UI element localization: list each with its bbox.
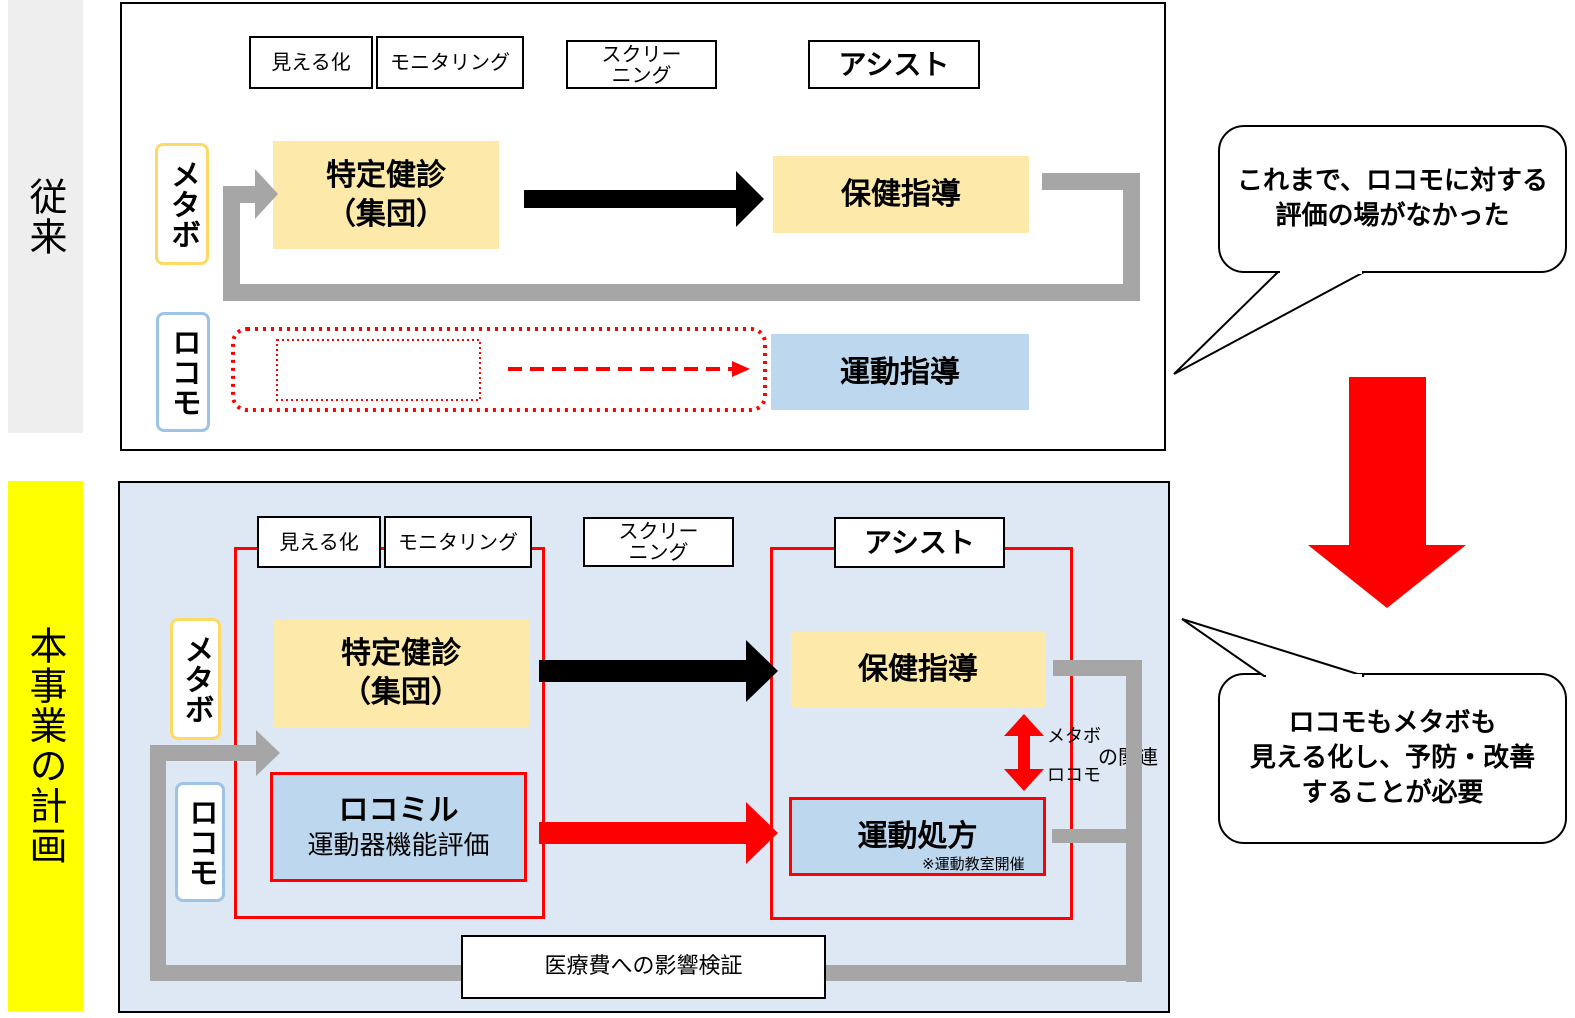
plan-label: 本事業の計画 [23,626,67,866]
plan-label-bg: 本事業の計画 [8,481,83,1011]
callout-tail-bottom [1181,618,1365,678]
dashed-arrow-to-exercise [508,361,750,377]
header-assist-plan: アシスト [834,517,1005,568]
conventional-label-bg: 従来 [8,0,83,433]
missing-evaluation-inner [276,339,481,401]
header-monitoring: モニタリング [376,36,524,89]
header-screening: スクリーニング [566,40,717,89]
header-monitoring-plan: モニタリング [384,516,532,568]
checkup-box: 特定健診（集団） [273,141,499,249]
checkup-box-plan: 特定健診（集団） [273,619,529,727]
exercise-guidance-box: 運動指導 [771,334,1029,410]
arrow-checkup-to-guidance [524,171,764,227]
medical-cost-box: 医療費への影響検証 [461,935,826,999]
header-visualize-plan: 見える化 [257,516,381,568]
header-assist: アシスト [808,40,980,89]
missing-evaluation-frame [231,327,767,412]
relation-locomo: ロコモ [1047,765,1101,786]
locomil-box: ロコミル 運動器機能評価 [270,772,527,882]
relation-double-arrow [1004,714,1044,791]
feedback-loop-plan [150,660,1142,982]
health-guidance-box-plan: 保健指導 [791,631,1045,708]
tag-locomo-plan: ロコモ [175,782,225,902]
tag-metabo-plan: メタボ [170,618,221,740]
plan-panel [118,481,1170,1013]
feedback-loop-top [223,169,1140,301]
callout-tail-top [1173,270,1365,375]
tag-metabo: メタボ [155,143,209,265]
header-screening-plan: スクリーニング [583,517,734,567]
callout-need-prevention: ロコモもメタボも見える化し、予防・改善することが必要 [1218,673,1567,844]
callout-no-evaluation: これまで、ロコモに対する評価の場がなかった [1218,125,1567,273]
health-guidance-box: 保健指導 [773,156,1029,233]
exercise-prescription-box: 運動処方 [789,797,1046,876]
header-visualize: 見える化 [249,36,373,89]
transition-arrow-down [1308,377,1466,608]
arrow-locomil-to-prescription [539,802,778,864]
conventional-label: 従来 [23,176,67,257]
arrow-checkup-to-guidance-plan [539,640,778,702]
tag-locomo: ロコモ [156,312,210,432]
relation-metabo: メタボ [1047,726,1101,747]
exercise-class-note: ※運動教室開催 [922,855,1025,873]
